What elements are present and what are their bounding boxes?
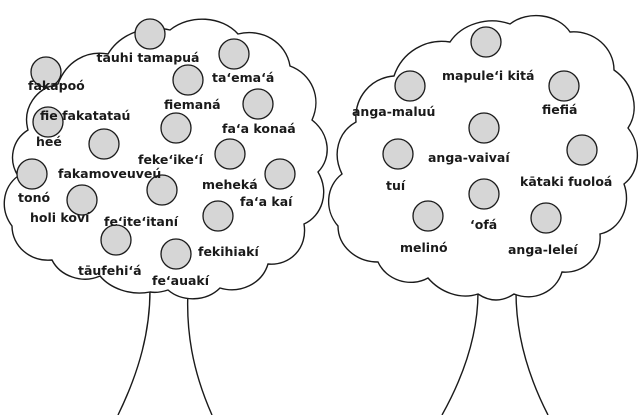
fruit-circle xyxy=(32,106,64,138)
left-tree-crown xyxy=(3,18,328,300)
fruit-circle xyxy=(468,112,500,144)
fruit-circle xyxy=(214,138,246,170)
trait-label: fakapoó xyxy=(28,78,85,93)
fruit-circle xyxy=(242,88,274,120)
fruit-circle xyxy=(66,184,98,216)
fruit-circle xyxy=(172,64,204,96)
trait-label: anga-vaivaí xyxy=(428,150,510,165)
trait-label: feke‘ike‘í xyxy=(138,152,204,167)
trait-label: heé xyxy=(36,134,62,149)
trait-label: fiemaná xyxy=(164,97,221,112)
fruit-circle xyxy=(468,178,500,210)
trait-label: fie fakatataú xyxy=(40,108,130,123)
fruit-circle xyxy=(88,128,120,160)
trait-label: fa‘a kaí xyxy=(240,194,293,209)
fruit-circle xyxy=(566,134,598,166)
fruit-circle xyxy=(100,224,132,256)
trait-label: tuí xyxy=(386,178,406,193)
trait-label: meheká xyxy=(202,177,258,192)
trait-label: fe‘auakí xyxy=(152,273,210,288)
left-tree: tauhi tamapuá fakapoó ta‘ema‘á fie fakat… xyxy=(3,18,328,416)
fruit-circle xyxy=(202,200,234,232)
fruit-circle xyxy=(412,200,444,232)
trait-label: tonó xyxy=(18,190,50,205)
fruit-circle xyxy=(470,26,502,58)
fruit-circle xyxy=(160,112,192,144)
fruit-circle xyxy=(30,56,62,88)
fruit-circle xyxy=(218,38,250,70)
right-tree-trunk xyxy=(441,291,549,416)
trait-label: fekihiakí xyxy=(198,244,259,259)
trait-label: ta‘ema‘á xyxy=(212,70,274,85)
trait-label: fa‘a konaá xyxy=(222,121,296,136)
fruit-circle xyxy=(146,174,178,206)
trait-label: fiefiá xyxy=(542,102,577,117)
fruit-circle xyxy=(134,18,166,50)
trait-label: mapule‘i kitá xyxy=(442,68,534,83)
right-tree: mapule‘i kitá anga-maluú fiefiá anga-vai… xyxy=(327,14,639,416)
trait-label: fakamoveuveú xyxy=(58,166,161,181)
left-tree-trunk xyxy=(117,289,213,416)
fruit-circle xyxy=(548,70,580,102)
fruit-circle xyxy=(16,158,48,190)
trait-label: ‘ofá xyxy=(470,217,497,232)
fruit-circle xyxy=(264,158,296,190)
trait-label: holi koví xyxy=(30,210,90,225)
trait-label: melinó xyxy=(400,240,448,255)
fruit-circle xyxy=(394,70,426,102)
trait-label: fe‘ite‘itaní xyxy=(104,214,179,229)
fruit-circle xyxy=(382,138,414,170)
trait-label: anga-maluú xyxy=(352,104,435,119)
fruit-circle xyxy=(530,202,562,234)
trait-label: tāufehi‘á xyxy=(78,263,142,278)
fruit-circle xyxy=(160,238,192,270)
trait-label: tauhi tamapuá xyxy=(97,50,200,65)
trait-label: kātaki fuoloá xyxy=(520,174,612,189)
trait-label: anga-leleí xyxy=(508,242,578,257)
